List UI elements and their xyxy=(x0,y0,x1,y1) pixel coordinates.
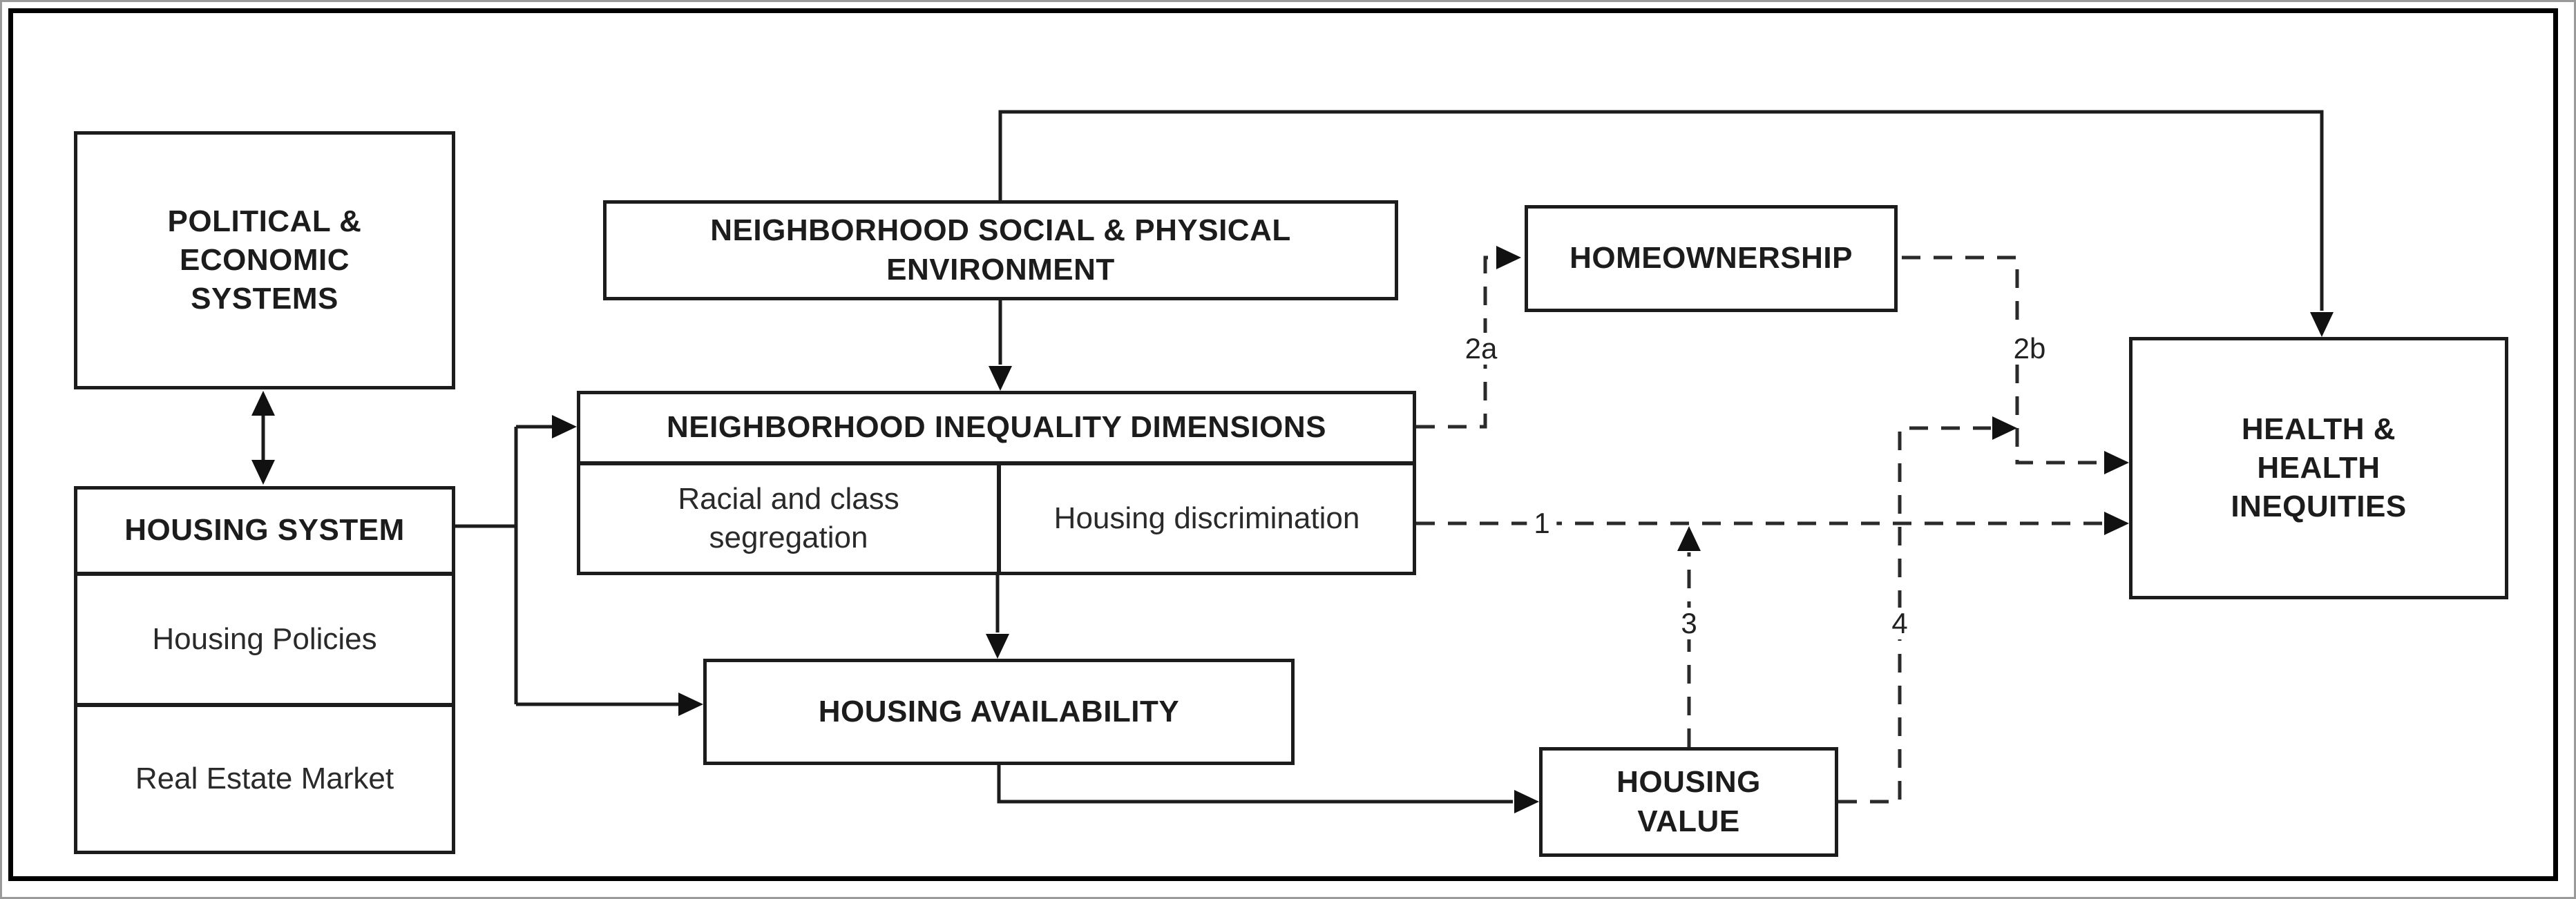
arrowhead-right-availability xyxy=(678,693,703,716)
housing-system-box: HOUSING SYSTEM xyxy=(74,486,455,575)
segregation-cell: Racial and class segregation xyxy=(577,462,1000,575)
arrowhead-up-political xyxy=(251,391,275,416)
arrowhead-down-housing-system xyxy=(251,460,275,485)
neighborhood-environment-box: NEIGHBORHOOD SOCIAL & PHYSICAL ENVIRONME… xyxy=(603,200,1398,300)
arrowhead-right-housing-value xyxy=(1514,790,1539,813)
arrowhead-right-inequality xyxy=(552,415,577,438)
arrowhead-down-health xyxy=(2310,312,2334,337)
path-label-4: 4 xyxy=(1885,608,1915,639)
path-label-3: 3 xyxy=(1674,608,1704,639)
housing-value-box: HOUSING VALUE xyxy=(1539,747,1838,857)
inequality-dimensions-box: NEIGHBORHOOD INEQUALITY DIMENSIONS xyxy=(577,391,1416,465)
arrowhead-up-path1 xyxy=(1677,526,1701,551)
political-economic-systems-box: POLITICAL & ECONOMIC SYSTEMS xyxy=(74,131,455,389)
connector-environment-to-health-top xyxy=(998,110,2324,311)
discrimination-cell: Housing discrimination xyxy=(998,462,1416,575)
connector-2a xyxy=(1416,255,1495,429)
arrowhead-right-health-upper xyxy=(2104,451,2129,474)
real-estate-market-cell: Real Estate Market xyxy=(74,704,455,854)
connector-4 xyxy=(1838,426,1991,804)
path-label-1: 1 xyxy=(1527,508,1557,539)
health-inequities-box: HEALTH & HEALTH INEQUITIES xyxy=(2129,337,2508,599)
connector-2b xyxy=(1902,255,2103,465)
connector-availability-to-value xyxy=(997,765,1513,804)
housing-availability-box: HOUSING AVAILABILITY xyxy=(703,659,1295,765)
arrowhead-right-homeownership xyxy=(1496,246,1521,269)
arrowhead-down-inequality xyxy=(989,366,1012,391)
arrowhead-down-availability xyxy=(986,634,1009,659)
path-label-2a: 2a xyxy=(1458,333,1505,365)
housing-policies-cell: Housing Policies xyxy=(74,572,455,706)
arrowhead-right-health-lower xyxy=(2104,512,2129,535)
homeownership-box: HOMEOWNERSHIP xyxy=(1525,205,1898,312)
arrowhead-right-path2b xyxy=(1992,416,2017,440)
path-label-2b: 2b xyxy=(2006,333,2053,365)
